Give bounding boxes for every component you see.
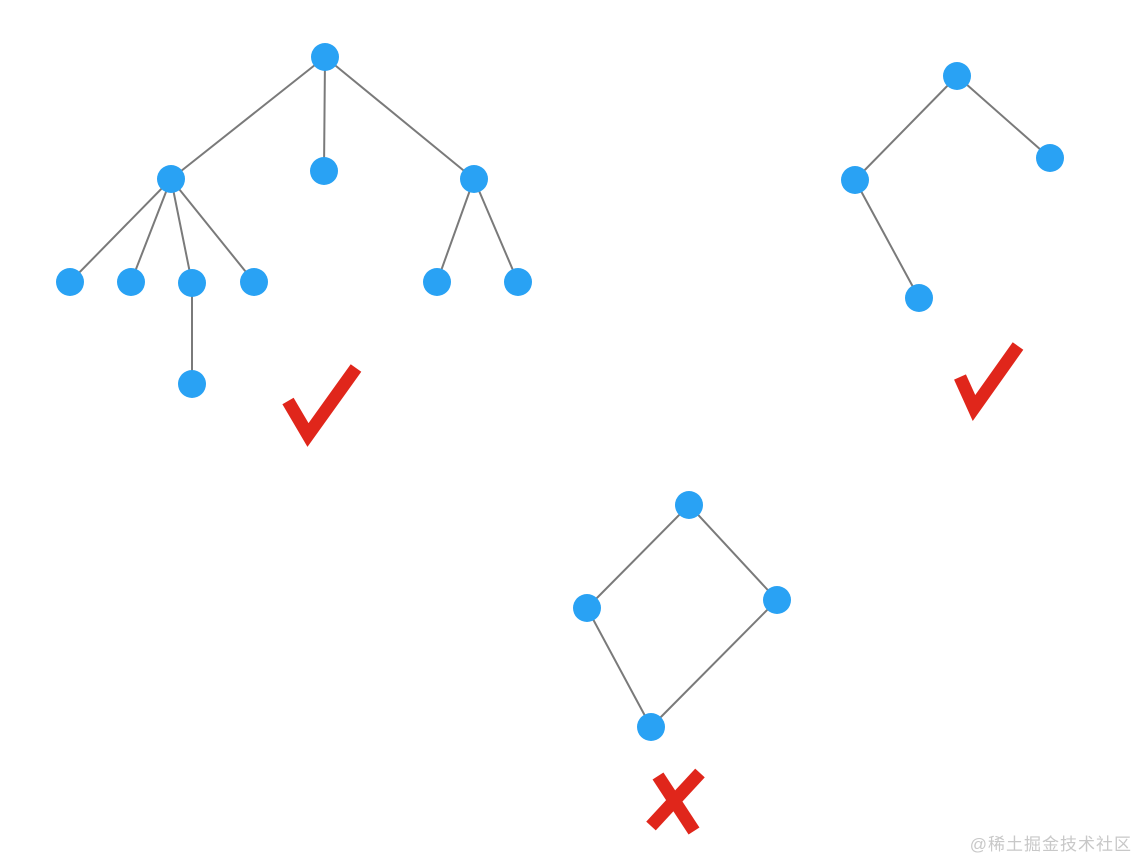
- graph-node: [841, 166, 869, 194]
- graph-node: [637, 713, 665, 741]
- graph-edge: [436, 178, 475, 283]
- graph-node: [56, 268, 84, 296]
- graph-node: [504, 268, 532, 296]
- graph-node: [117, 268, 145, 296]
- check-mark-icon: [282, 364, 362, 447]
- graph-edge: [586, 607, 652, 728]
- graph-edge: [586, 504, 690, 609]
- check-mark-icon: [954, 342, 1024, 422]
- graph-node: [1036, 144, 1064, 172]
- graph-edge: [130, 178, 172, 283]
- graph-node: [943, 62, 971, 90]
- graph-node: [675, 491, 703, 519]
- graph-edge: [69, 178, 172, 283]
- graph-edge: [956, 75, 1051, 159]
- graph-edge: [854, 75, 958, 181]
- graph-small-tree: [841, 62, 1064, 422]
- graph-edge: [688, 504, 778, 601]
- graph-node: [178, 269, 206, 297]
- graph-edge: [323, 56, 326, 172]
- graph-edge: [170, 56, 326, 180]
- graph-node: [240, 268, 268, 296]
- graph-node: [310, 157, 338, 185]
- graph-edge: [324, 56, 475, 180]
- graph-node: [763, 586, 791, 614]
- cross-stroke: [646, 768, 705, 831]
- graph-node: [905, 284, 933, 312]
- graph-edge: [854, 179, 920, 299]
- graph-node: [423, 268, 451, 296]
- graph-edge: [650, 599, 778, 728]
- graph-node: [178, 370, 206, 398]
- graph-edge: [473, 178, 519, 283]
- graph-node: [573, 594, 601, 622]
- cross-mark-icon: [646, 768, 705, 835]
- graph-cycle: [573, 491, 791, 835]
- graph-node: [311, 43, 339, 71]
- graph-edge: [170, 178, 255, 283]
- graph-node: [157, 165, 185, 193]
- watermark-text: @稀土掘金技术社区: [969, 835, 1132, 854]
- graph-edge: [170, 178, 193, 284]
- graph-node: [460, 165, 488, 193]
- graph-large-tree: [56, 43, 532, 447]
